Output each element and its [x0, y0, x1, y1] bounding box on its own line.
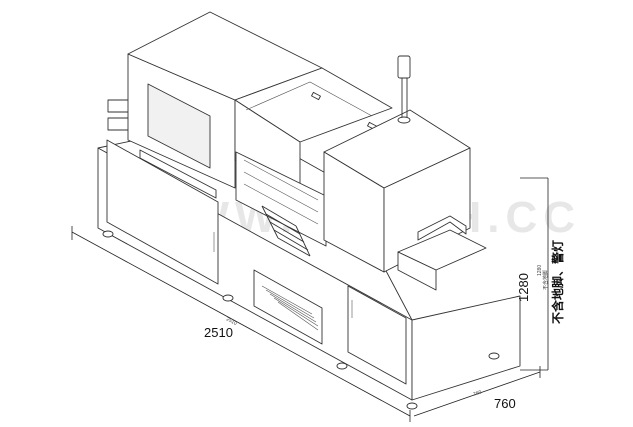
conveyor-rails: [261, 205, 311, 257]
length-small-label: 2510: [225, 316, 238, 327]
height-label: 1280: [516, 273, 531, 302]
length-dimension: 2510 2510: [71, 226, 411, 422]
height-dimension: 1280 1280 不含地脚 不含地脚、警灯: [516, 177, 565, 371]
depth-small-label: 760: [473, 389, 483, 398]
right-cabinet-door: [347, 285, 407, 385]
height-small-label: 1280: [537, 265, 543, 276]
lower-opening: [253, 269, 323, 345]
depth-dimension: 760 760: [413, 366, 541, 417]
depth-label: 760: [494, 396, 516, 411]
signal-tower: [397, 55, 411, 124]
keyboard-tray: [139, 149, 217, 199]
length-label: 2510: [204, 325, 233, 340]
height-small-note: 不含地脚: [542, 270, 549, 290]
right-upper-module: [323, 109, 487, 291]
height-note: 不含地脚、警灯: [550, 240, 565, 324]
hmi-screen: [147, 83, 211, 169]
machine-feet: [102, 230, 500, 410]
left-upper-module: [127, 11, 323, 199]
